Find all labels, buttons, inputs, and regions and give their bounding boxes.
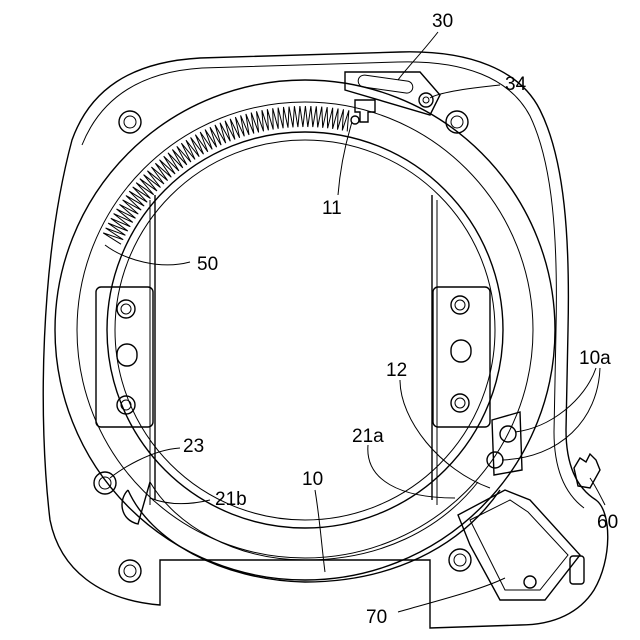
housing-screw-top-left — [119, 111, 141, 133]
lock-slots — [487, 412, 522, 475]
spring-hook — [351, 100, 375, 124]
label-21a: 21a — [352, 426, 384, 447]
label-12: 12 — [386, 360, 407, 381]
leader-34 — [430, 85, 500, 98]
release-knob — [574, 454, 600, 488]
outer-housing — [43, 52, 608, 628]
housing-screw-bottom-right — [449, 549, 471, 571]
leader-11 — [338, 122, 352, 195]
lock-cylinder — [458, 490, 584, 600]
lock-ring-inner-edge — [115, 140, 495, 520]
housing-screw-bottom-left — [119, 560, 141, 582]
label-21b: 21b — [215, 489, 247, 510]
label-10a: 10a — [579, 348, 611, 369]
leader-70 — [398, 578, 505, 612]
label-60: 60 — [597, 512, 618, 533]
leader-21a — [368, 445, 455, 498]
label-10: 10 — [302, 469, 323, 490]
housing-screw-top-right — [446, 111, 468, 133]
label-50: 50 — [197, 254, 218, 275]
leader-30 — [398, 32, 438, 80]
right-bracket — [433, 287, 490, 427]
lock-ring-outer — [55, 80, 555, 580]
frame-plate-outer — [150, 200, 437, 505]
label-30: 30 — [432, 11, 453, 32]
label-23: 23 — [183, 436, 204, 457]
left-bracket — [96, 287, 153, 427]
label-70: 70 — [366, 607, 387, 628]
leader-12 — [400, 380, 490, 488]
label-34: 34 — [505, 74, 527, 95]
leader-50 — [105, 245, 190, 265]
label-11: 11 — [322, 198, 342, 219]
